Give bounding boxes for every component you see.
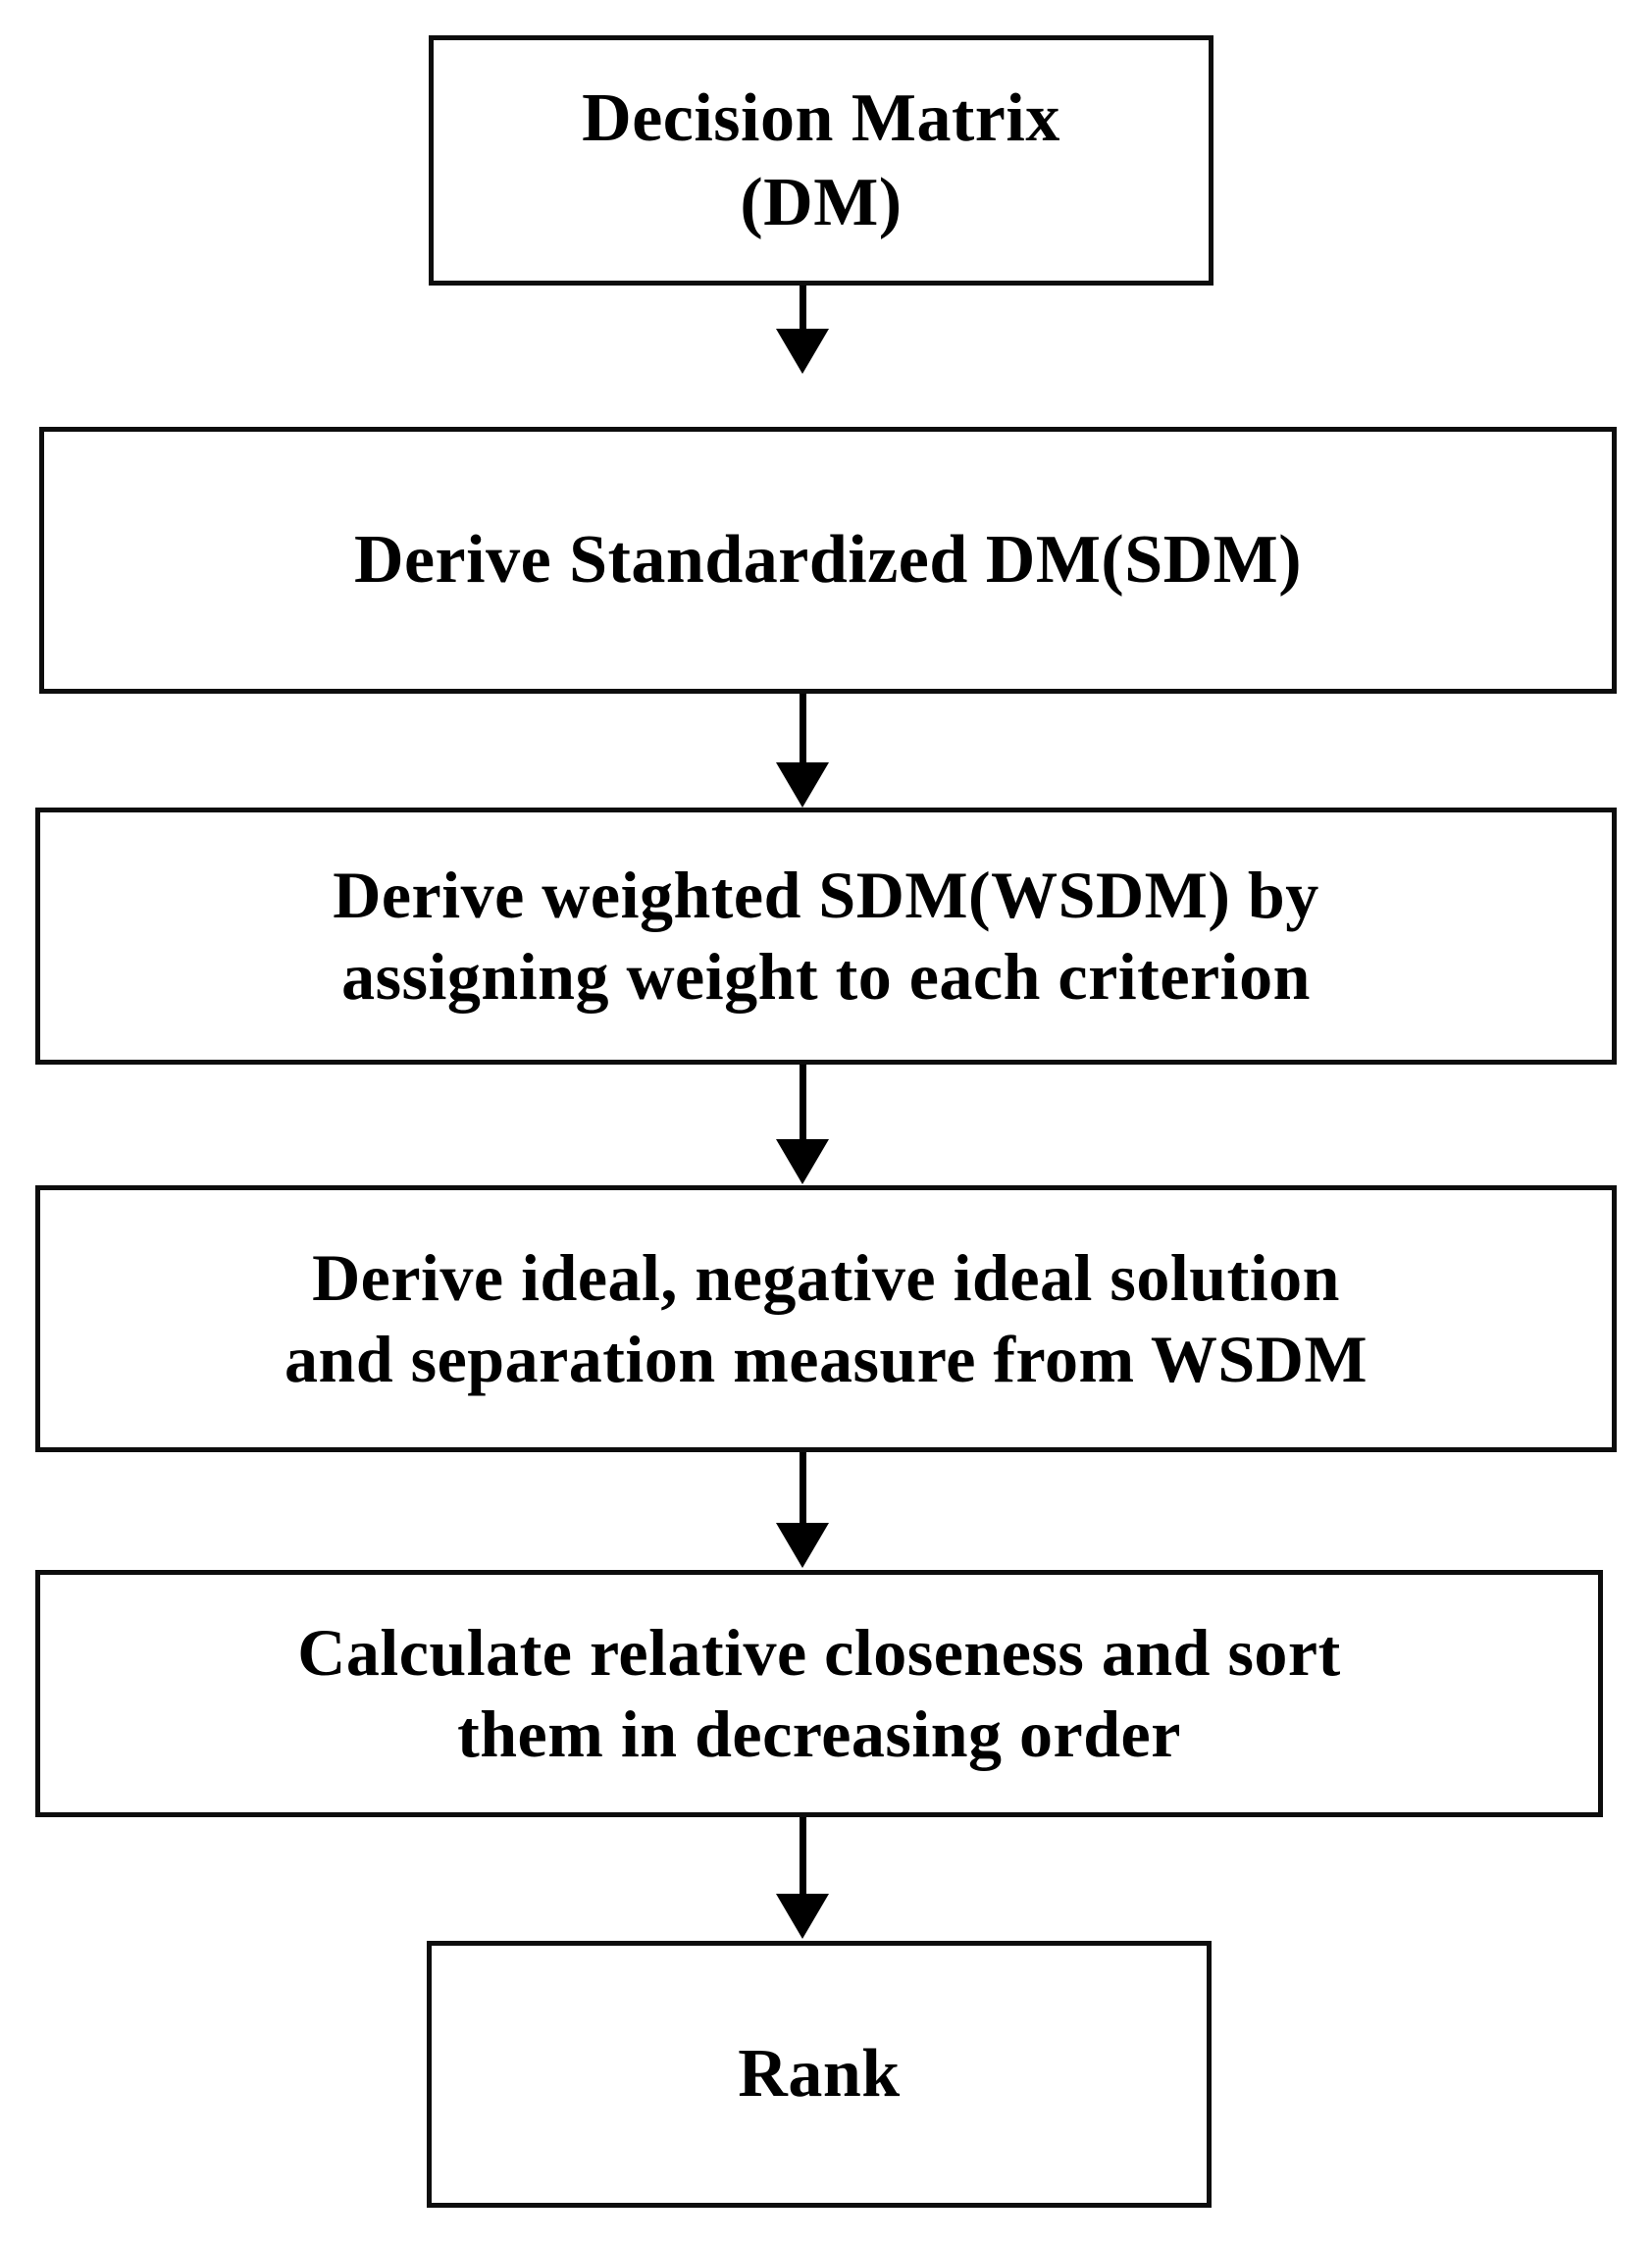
arrow-head-down-icon <box>776 1523 829 1568</box>
arrow-head-down-icon <box>776 1894 829 1939</box>
arrow-head-down-icon <box>776 329 829 374</box>
flowchart-node-relative-closeness[interactable]: Calculate relative closeness and sort th… <box>35 1570 1603 1817</box>
flowchart-node-label: Derive ideal, negative ideal solution an… <box>284 1240 1368 1396</box>
arrow-head-down-icon <box>776 1139 829 1184</box>
flowchart-node-decision-matrix[interactable]: Decision Matrix (DM) <box>429 35 1213 286</box>
flowchart-node-standardized-dm[interactable]: Derive Standardized DM(SDM) <box>39 427 1617 694</box>
arrow-shaft <box>799 1452 806 1525</box>
arrow-shaft <box>799 694 806 764</box>
flowchart-node-rank[interactable]: Rank <box>427 1941 1212 2208</box>
flowchart-node-weighted-sdm[interactable]: Derive weighted SDM(WSDM) by assigning w… <box>35 808 1617 1065</box>
flowchart-node-label: Derive weighted SDM(WSDM) by assigning w… <box>333 858 1319 1014</box>
arrow-shaft <box>799 1065 806 1141</box>
flowchart-node-label: Rank <box>738 2036 901 2113</box>
arrow-shaft <box>799 286 806 335</box>
flowchart-node-label: Decision Matrix (DM) <box>582 80 1060 240</box>
arrow-shaft <box>799 1817 806 1896</box>
flowchart-node-ideal-solution[interactable]: Derive ideal, negative ideal solution an… <box>35 1185 1617 1452</box>
flowchart-node-label: Derive Standardized DM(SDM) <box>353 522 1303 599</box>
flowchart-node-label: Calculate relative closeness and sort th… <box>297 1615 1341 1771</box>
arrow-head-down-icon <box>776 762 829 808</box>
